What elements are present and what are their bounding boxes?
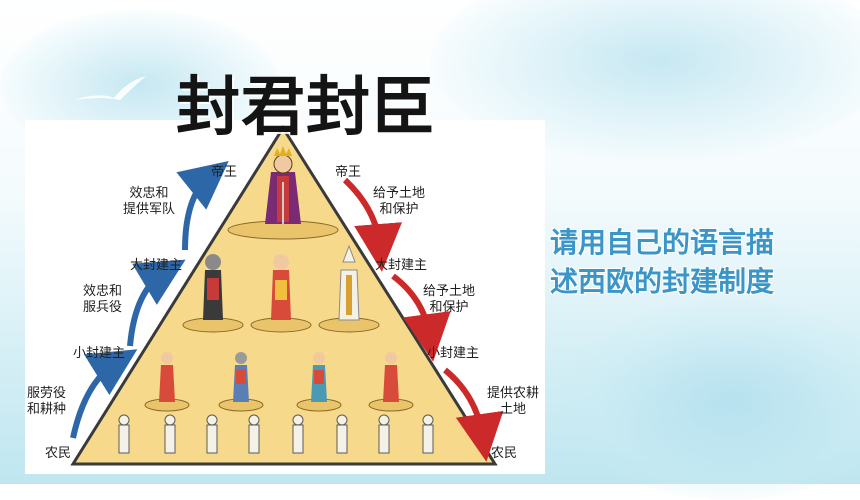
label-emperor-left: 帝王 [211, 165, 238, 180]
emperor-figure [265, 146, 301, 224]
label-duty-to-small-lord: 服劳役 和耕种 [27, 386, 67, 417]
arrow-down-small-lord-to-peasant [443, 367, 504, 462]
page-title: 封君封臣 [176, 71, 436, 145]
label-peasant-left: 农民 [45, 446, 72, 461]
peasant-figures [118, 414, 434, 454]
arrow-down-emperor-to-great-lord [342, 177, 403, 272]
pyramid-graphic [70, 125, 504, 466]
label-grant-from-emperor: 给予土地 和保护 [373, 186, 426, 217]
label-small-lord-right: 小封建主 [427, 346, 480, 361]
arrow-up-great-lord-to-emperor [176, 160, 229, 251]
feudal-pyramid-diagram: 帝王 帝王 效忠和 提供军队 给予土地 和保护 大封建主 大封建主 效忠和 服兵… [25, 120, 545, 474]
label-grant-from-great-lord: 给予土地 和保护 [423, 284, 476, 315]
arrow-up-peasant-to-small-lord [70, 349, 138, 439]
discussion-prompt: 请用自己的语言描述西欧的封建制度 [550, 226, 775, 298]
label-peasant-right: 农民 [491, 446, 518, 461]
small-lord-pedestals [144, 398, 414, 412]
label-duty-to-great-lord: 效忠和 服兵役 [83, 284, 123, 315]
small-lord-figures [159, 352, 399, 402]
label-grant-from-small-lord: 提供农耕 土地 [487, 386, 540, 417]
arrow-up-small-to-great-lord [127, 259, 186, 347]
label-emperor-right: 帝王 [335, 165, 362, 180]
arrow-down-great-to-small-lord [391, 273, 451, 362]
sea-highlight [560, 300, 860, 500]
label-great-lord-right: 大封建主 [375, 258, 428, 273]
label-small-lord-left: 小封建主 [73, 346, 126, 361]
label-great-lord-left: 大封建主 [130, 258, 183, 273]
seagull-icon [74, 76, 146, 100]
label-duty-to-emperor: 效忠和 提供军队 [123, 186, 176, 217]
great-lord-figures [203, 244, 360, 321]
